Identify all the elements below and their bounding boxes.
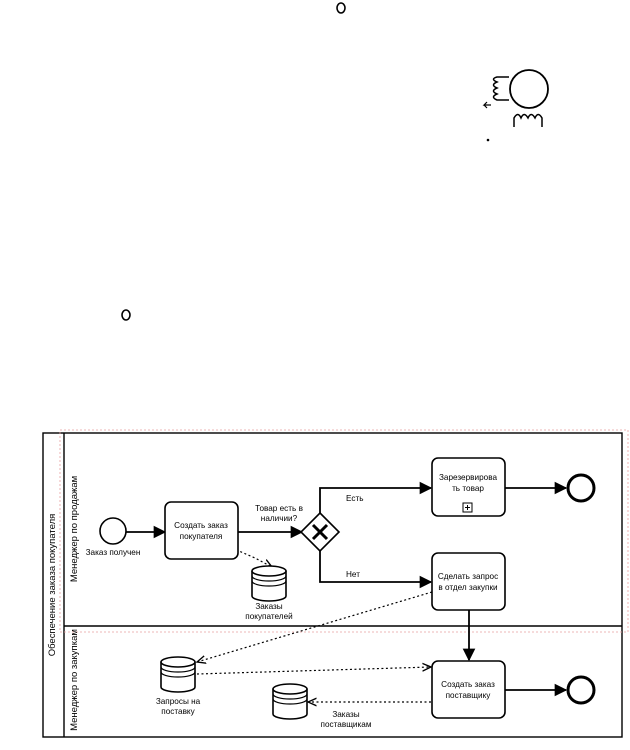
task-label-line-2: ть товар [452, 484, 484, 493]
sequence-flows [126, 481, 568, 697]
gateway-no-label: Нет [346, 570, 360, 579]
task-create-supplier-order[interactable]: Создать заказ поставщику [431, 660, 506, 719]
task-reserve-goods[interactable]: Зарезервирова ть товар [431, 457, 506, 517]
task-label-line-1: Создать заказ [441, 680, 495, 689]
task-label-line-2: покупателя [180, 532, 223, 541]
gateway-yes-label: Есть [346, 494, 363, 503]
end-event-supplier[interactable] [566, 675, 596, 705]
lane-label-purchase: Менеджер по закупкам [69, 629, 80, 731]
start-event[interactable]: Заказ получен [86, 517, 141, 557]
task-label-line-1: Зарезервирова [439, 473, 497, 482]
data-associations [197, 547, 433, 702]
task-label-line-1: Сделать запрос [438, 572, 498, 581]
task-label-line-2: в отдел закупки [438, 583, 497, 592]
data-store-supplier-orders[interactable]: Заказы поставщикам [272, 683, 372, 729]
pool: Обеспечение заказа покупателя Менеджер п… [42, 429, 629, 738]
data-store-label-line-1: Заказы [255, 602, 282, 611]
lane-label-sales: Менеджер по продажам [69, 476, 80, 582]
end-event-reserve[interactable] [566, 473, 596, 503]
data-store-label-line-2: поставщикам [321, 720, 372, 729]
data-store-supply-requests[interactable]: Запросы на поставку [156, 656, 201, 716]
gateway-question-line-2: наличии? [261, 514, 298, 523]
start-event-label: Заказ получен [86, 548, 141, 557]
exclusive-gateway[interactable]: Товар есть в наличии? Есть Нет [255, 494, 363, 579]
data-store-label-line-1: Заказы [332, 710, 359, 719]
data-store-label-line-1: Запросы на [156, 697, 201, 706]
task-create-customer-order[interactable]: Создать заказ покупателя [164, 501, 239, 560]
motor-symbol-icon [482, 69, 549, 127]
data-store-customer-orders[interactable]: Заказы покупателей [245, 565, 293, 621]
subprocess-expand-icon[interactable] [462, 502, 473, 513]
task-label-line-2: поставщику [446, 691, 492, 700]
task-label-line-1: Создать заказ [174, 521, 228, 530]
data-store-label-line-2: поставку [161, 707, 195, 716]
stray-marks [121, 2, 490, 321]
task-purchase-request[interactable]: Сделать запрос в отдел закупки [431, 552, 506, 611]
pool-label: Обеспечение заказа покупателя [47, 514, 58, 657]
gateway-question-line-1: Товар есть в [255, 504, 303, 513]
data-store-label-line-2: покупателей [245, 612, 292, 621]
